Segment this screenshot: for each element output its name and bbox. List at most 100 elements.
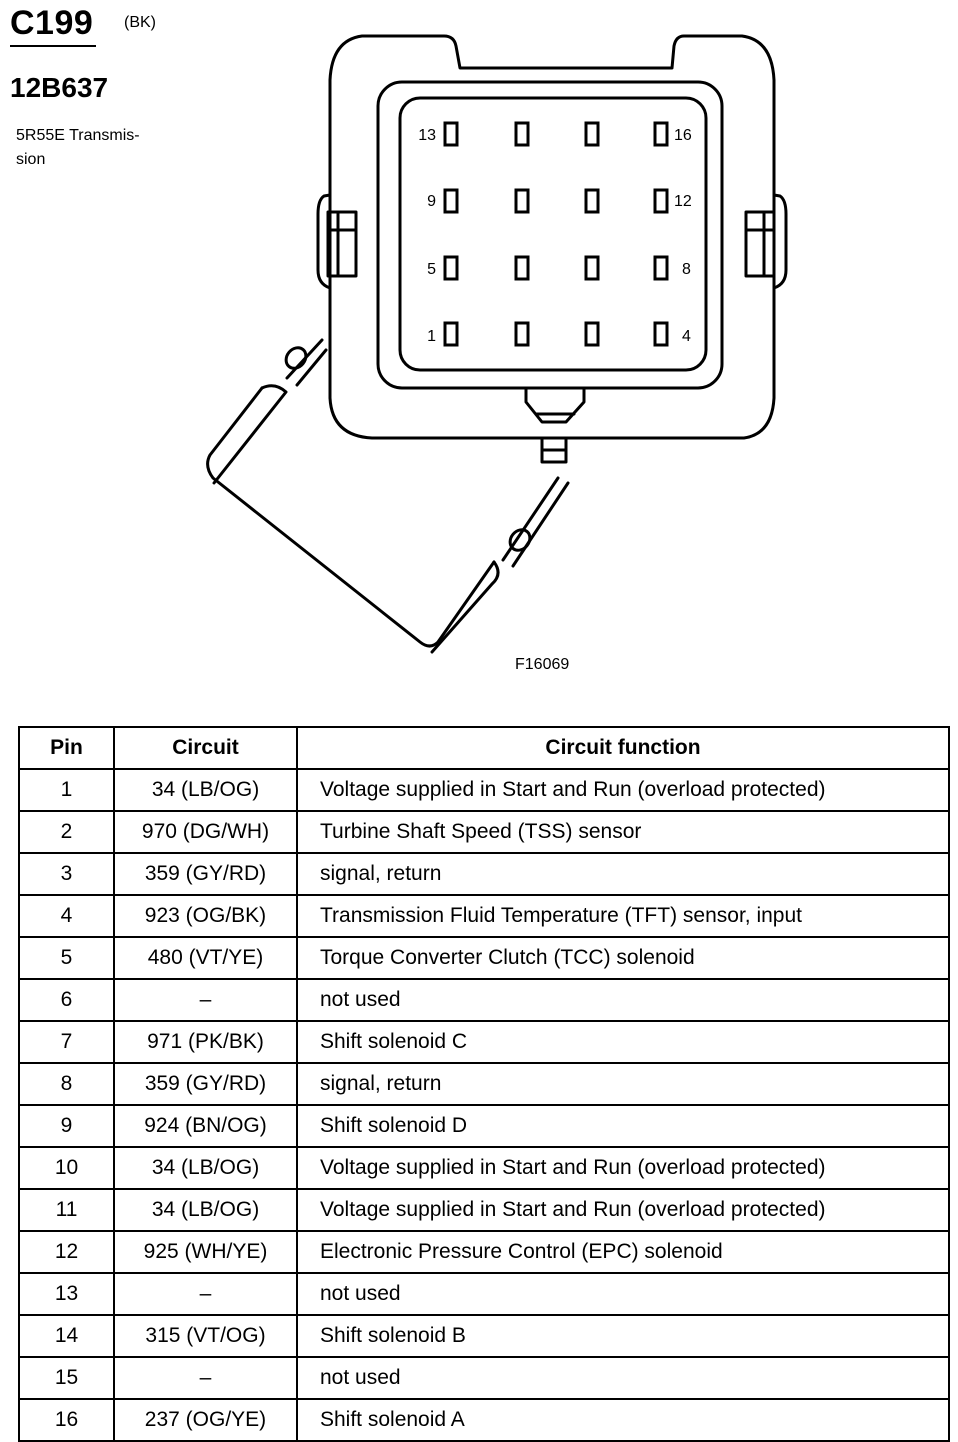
pin-number: 2 xyxy=(18,810,115,854)
connector-inner-shroud xyxy=(376,80,724,390)
pin-number: 15 xyxy=(18,1356,115,1400)
circuit-function: Voltage supplied in Start and Run (overl… xyxy=(296,1146,950,1190)
pin-number: 11 xyxy=(18,1188,115,1232)
circuit-function: not used xyxy=(296,1272,950,1316)
table-row: 8 359 (GY/RD) signal, return xyxy=(18,1062,950,1106)
terminal-slot xyxy=(514,255,530,281)
circuit-function: Shift solenoid C xyxy=(296,1020,950,1064)
circuit-code: 359 (GY/RD) xyxy=(113,852,298,896)
circuit-code: 924 (BN/OG) xyxy=(113,1104,298,1148)
pin-number: 8 xyxy=(18,1062,115,1106)
terminal-slot xyxy=(584,188,600,214)
circuit-code: 359 (GY/RD) xyxy=(113,1062,298,1106)
table-row: 9 924 (BN/OG) Shift solenoid D xyxy=(18,1104,950,1148)
table-row: 2 970 (DG/WH) Turbine Shaft Speed (TSS) … xyxy=(18,810,950,854)
table-row: 5 480 (VT/YE) Torque Converter Clutch (T… xyxy=(18,936,950,980)
pin-label-13: 13 xyxy=(418,127,436,144)
circuit-function: Transmission Fluid Temperature (TFT) sen… xyxy=(296,894,950,938)
terminal-slot xyxy=(653,321,669,347)
circuit-function: Turbine Shaft Speed (TSS) sensor xyxy=(296,810,950,854)
circuit-code: 923 (OG/BK) xyxy=(113,894,298,938)
circuit-code: – xyxy=(113,1272,298,1316)
table-row: 14 315 (VT/OG) Shift solenoid B xyxy=(18,1314,950,1358)
pin-number: 5 xyxy=(18,936,115,980)
pin-label-12: 12 xyxy=(674,193,692,210)
connector-id: C199 xyxy=(10,4,94,42)
table-row: 3 359 (GY/RD) signal, return xyxy=(18,852,950,896)
figure-code: F16069 xyxy=(515,656,570,673)
terminal-slot xyxy=(514,188,530,214)
circuit-code: 971 (PK/BK) xyxy=(113,1020,298,1064)
wire-strain-relief-housing xyxy=(206,338,570,654)
pin-number: 3 xyxy=(18,852,115,896)
pin-label-4: 4 xyxy=(682,328,691,345)
circuit-code: 480 (VT/YE) xyxy=(113,936,298,980)
terminal-slot xyxy=(443,255,459,281)
terminal-slot xyxy=(584,255,600,281)
pin-number: 10 xyxy=(18,1146,115,1190)
pin-label-5: 5 xyxy=(427,261,436,278)
terminal-slot xyxy=(584,321,600,347)
table-row: 13 – not used xyxy=(18,1272,950,1316)
terminal-slot xyxy=(653,188,669,214)
terminal-slot xyxy=(653,255,669,281)
terminal-slot xyxy=(514,321,530,347)
circuit-code: 315 (VT/OG) xyxy=(113,1314,298,1358)
connector-id-underline xyxy=(10,45,96,47)
header-pin: Pin xyxy=(18,726,115,770)
pin-label-1: 1 xyxy=(427,328,436,345)
terminal-slot xyxy=(653,121,669,147)
pinout-table: Pin Circuit Circuit function 1 34 (LB/OG… xyxy=(18,726,950,1442)
circuit-code: – xyxy=(113,1356,298,1400)
connector-description: 5R55E Transmis- sion xyxy=(16,127,140,168)
pin-number: 14 xyxy=(18,1314,115,1358)
pin-label-9: 9 xyxy=(427,193,436,210)
right-locking-tab xyxy=(744,193,788,290)
table-row: 15 – not used xyxy=(18,1356,950,1400)
table-row: 7 971 (PK/BK) Shift solenoid C xyxy=(18,1020,950,1064)
terminal-slot xyxy=(584,121,600,147)
connector-face-drawing: 13 16 9 12 5 8 1 4 xyxy=(206,34,788,654)
table-row: 12 925 (WH/YE) Electronic Pressure Contr… xyxy=(18,1230,950,1274)
pin-number: 7 xyxy=(18,1020,115,1064)
pin-label-8: 8 xyxy=(682,261,691,278)
circuit-code: 34 (LB/OG) xyxy=(113,1146,298,1190)
circuit-code: 925 (WH/YE) xyxy=(113,1230,298,1274)
circuit-function: signal, return xyxy=(296,852,950,896)
circuit-function: Torque Converter Clutch (TCC) solenoid xyxy=(296,936,950,980)
terminal-slot xyxy=(443,188,459,214)
pin-number: 16 xyxy=(18,1398,115,1442)
terminal-slot xyxy=(443,121,459,147)
circuit-code: – xyxy=(113,978,298,1022)
circuit-function: signal, return xyxy=(296,1062,950,1106)
connector-keyway xyxy=(524,386,586,464)
terminal-cavity xyxy=(398,96,708,372)
circuit-code: 237 (OG/YE) xyxy=(113,1398,298,1442)
table-row: 11 34 (LB/OG) Voltage supplied in Start … xyxy=(18,1188,950,1232)
circuit-code: 970 (DG/WH) xyxy=(113,810,298,854)
pin-number: 12 xyxy=(18,1230,115,1274)
circuit-function: Shift solenoid B xyxy=(296,1314,950,1358)
table-row: 4 923 (OG/BK) Transmission Fluid Tempera… xyxy=(18,894,950,938)
circuit-function: Shift solenoid D xyxy=(296,1104,950,1148)
circuit-function: not used xyxy=(296,978,950,1022)
terminal-slot xyxy=(443,321,459,347)
header-circuit-function: Circuit function xyxy=(296,726,950,770)
table-row: 10 34 (LB/OG) Voltage supplied in Start … xyxy=(18,1146,950,1190)
circuit-function: Voltage supplied in Start and Run (overl… xyxy=(296,768,950,812)
left-locking-tab xyxy=(316,193,358,290)
pin-number: 6 xyxy=(18,978,115,1022)
circuit-function: not used xyxy=(296,1356,950,1400)
terminal-slot xyxy=(514,121,530,147)
connector-color: (BK) xyxy=(124,14,156,31)
circuit-code: 34 (LB/OG) xyxy=(113,1188,298,1232)
pin-number: 9 xyxy=(18,1104,115,1148)
pin-number: 1 xyxy=(18,768,115,812)
part-number: 12B637 xyxy=(10,72,109,103)
table-row: 16 237 (OG/YE) Shift solenoid A xyxy=(18,1398,950,1442)
pin-label-16: 16 xyxy=(674,127,692,144)
table-header-row: Pin Circuit Circuit function xyxy=(18,726,950,770)
table-row: 1 34 (LB/OG) Voltage supplied in Start a… xyxy=(18,768,950,812)
pin-number: 4 xyxy=(18,894,115,938)
terminal-slots xyxy=(443,121,669,347)
